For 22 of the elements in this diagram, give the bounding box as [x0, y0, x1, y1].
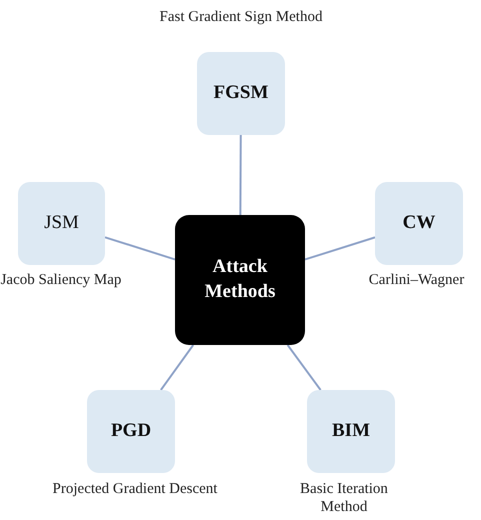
node-label: FGSM	[214, 81, 268, 106]
method-box	[197, 52, 285, 135]
method-box	[307, 390, 395, 473]
node-label: JSM	[44, 211, 79, 236]
method-name: Carlini–Wagner	[368, 271, 466, 289]
central-box	[175, 215, 305, 345]
method-name: Projected Gradient Descent	[52, 480, 218, 498]
method-name: Basic Iteration Method	[299, 480, 389, 516]
node-label: PGD	[110, 419, 152, 444]
connector-line	[304, 236, 376, 260]
method-box	[18, 182, 105, 265]
method-box	[375, 182, 463, 265]
connector-line	[104, 236, 176, 260]
node-label: CW	[402, 211, 436, 236]
method-box	[87, 390, 175, 473]
connector-line	[286, 344, 322, 391]
method-name: Fast Gradient Sign Method	[158, 8, 324, 26]
method-name: Jacob Saliency Map	[0, 271, 122, 289]
node-label: Attack Methods	[204, 255, 276, 304]
connector-line	[239, 135, 242, 215]
node-label: BIM	[332, 419, 370, 444]
connector-line	[160, 344, 194, 391]
